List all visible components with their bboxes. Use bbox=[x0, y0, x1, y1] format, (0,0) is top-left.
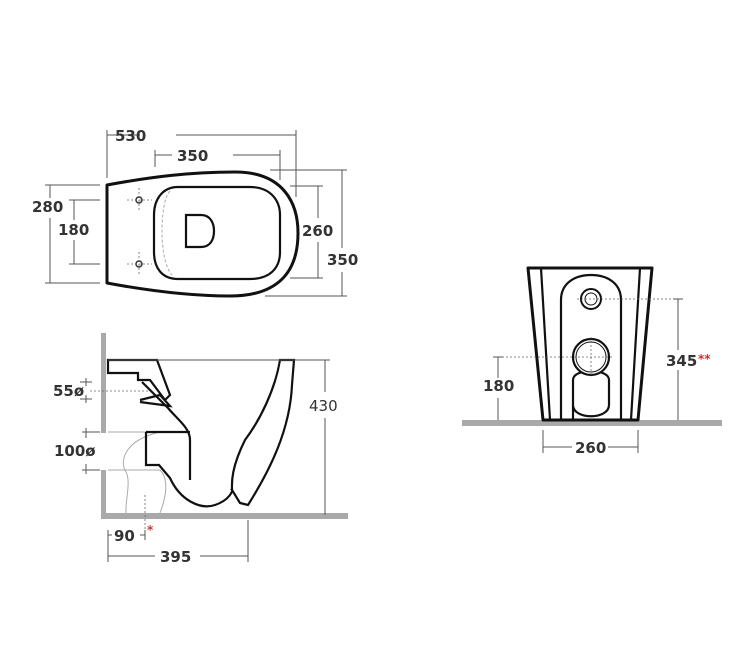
dim-inlet-height: 345 bbox=[666, 352, 697, 370]
d-shape-icon bbox=[184, 213, 216, 249]
top-view: 530 350 280 180 260 350 bbox=[32, 127, 358, 298]
dim-outlet-offset: 90 bbox=[114, 527, 135, 545]
dim-seat-length: 350 bbox=[177, 147, 208, 165]
dim-height: 430 bbox=[309, 397, 338, 415]
side-view: 55ø 100ø 430 90 * 395 bbox=[53, 333, 348, 566]
note-mark: ** bbox=[698, 352, 711, 366]
dim-base-width: 260 bbox=[575, 439, 606, 457]
dim-outlet: 100ø bbox=[54, 442, 96, 460]
dim-length: 530 bbox=[115, 127, 146, 145]
wall bbox=[101, 333, 106, 433]
dim-width-rear: 280 bbox=[32, 198, 63, 216]
dim-bolt-spacing: 180 bbox=[58, 221, 89, 239]
bowl-section bbox=[106, 358, 296, 508]
rear-recess bbox=[559, 273, 623, 420]
dim-width: 350 bbox=[327, 251, 358, 269]
dim-inlet: 55ø bbox=[53, 382, 84, 400]
note-mark: * bbox=[147, 523, 154, 537]
floor bbox=[462, 420, 722, 426]
front-view: 180 345 ** 260 bbox=[462, 266, 722, 457]
dim-outlet-height: 180 bbox=[483, 377, 514, 395]
floor bbox=[101, 513, 348, 519]
dim-depth: 395 bbox=[160, 548, 191, 566]
seat-opening bbox=[152, 185, 282, 281]
bowl-outline-top bbox=[105, 170, 300, 298]
dim-seat-width: 260 bbox=[302, 222, 333, 240]
